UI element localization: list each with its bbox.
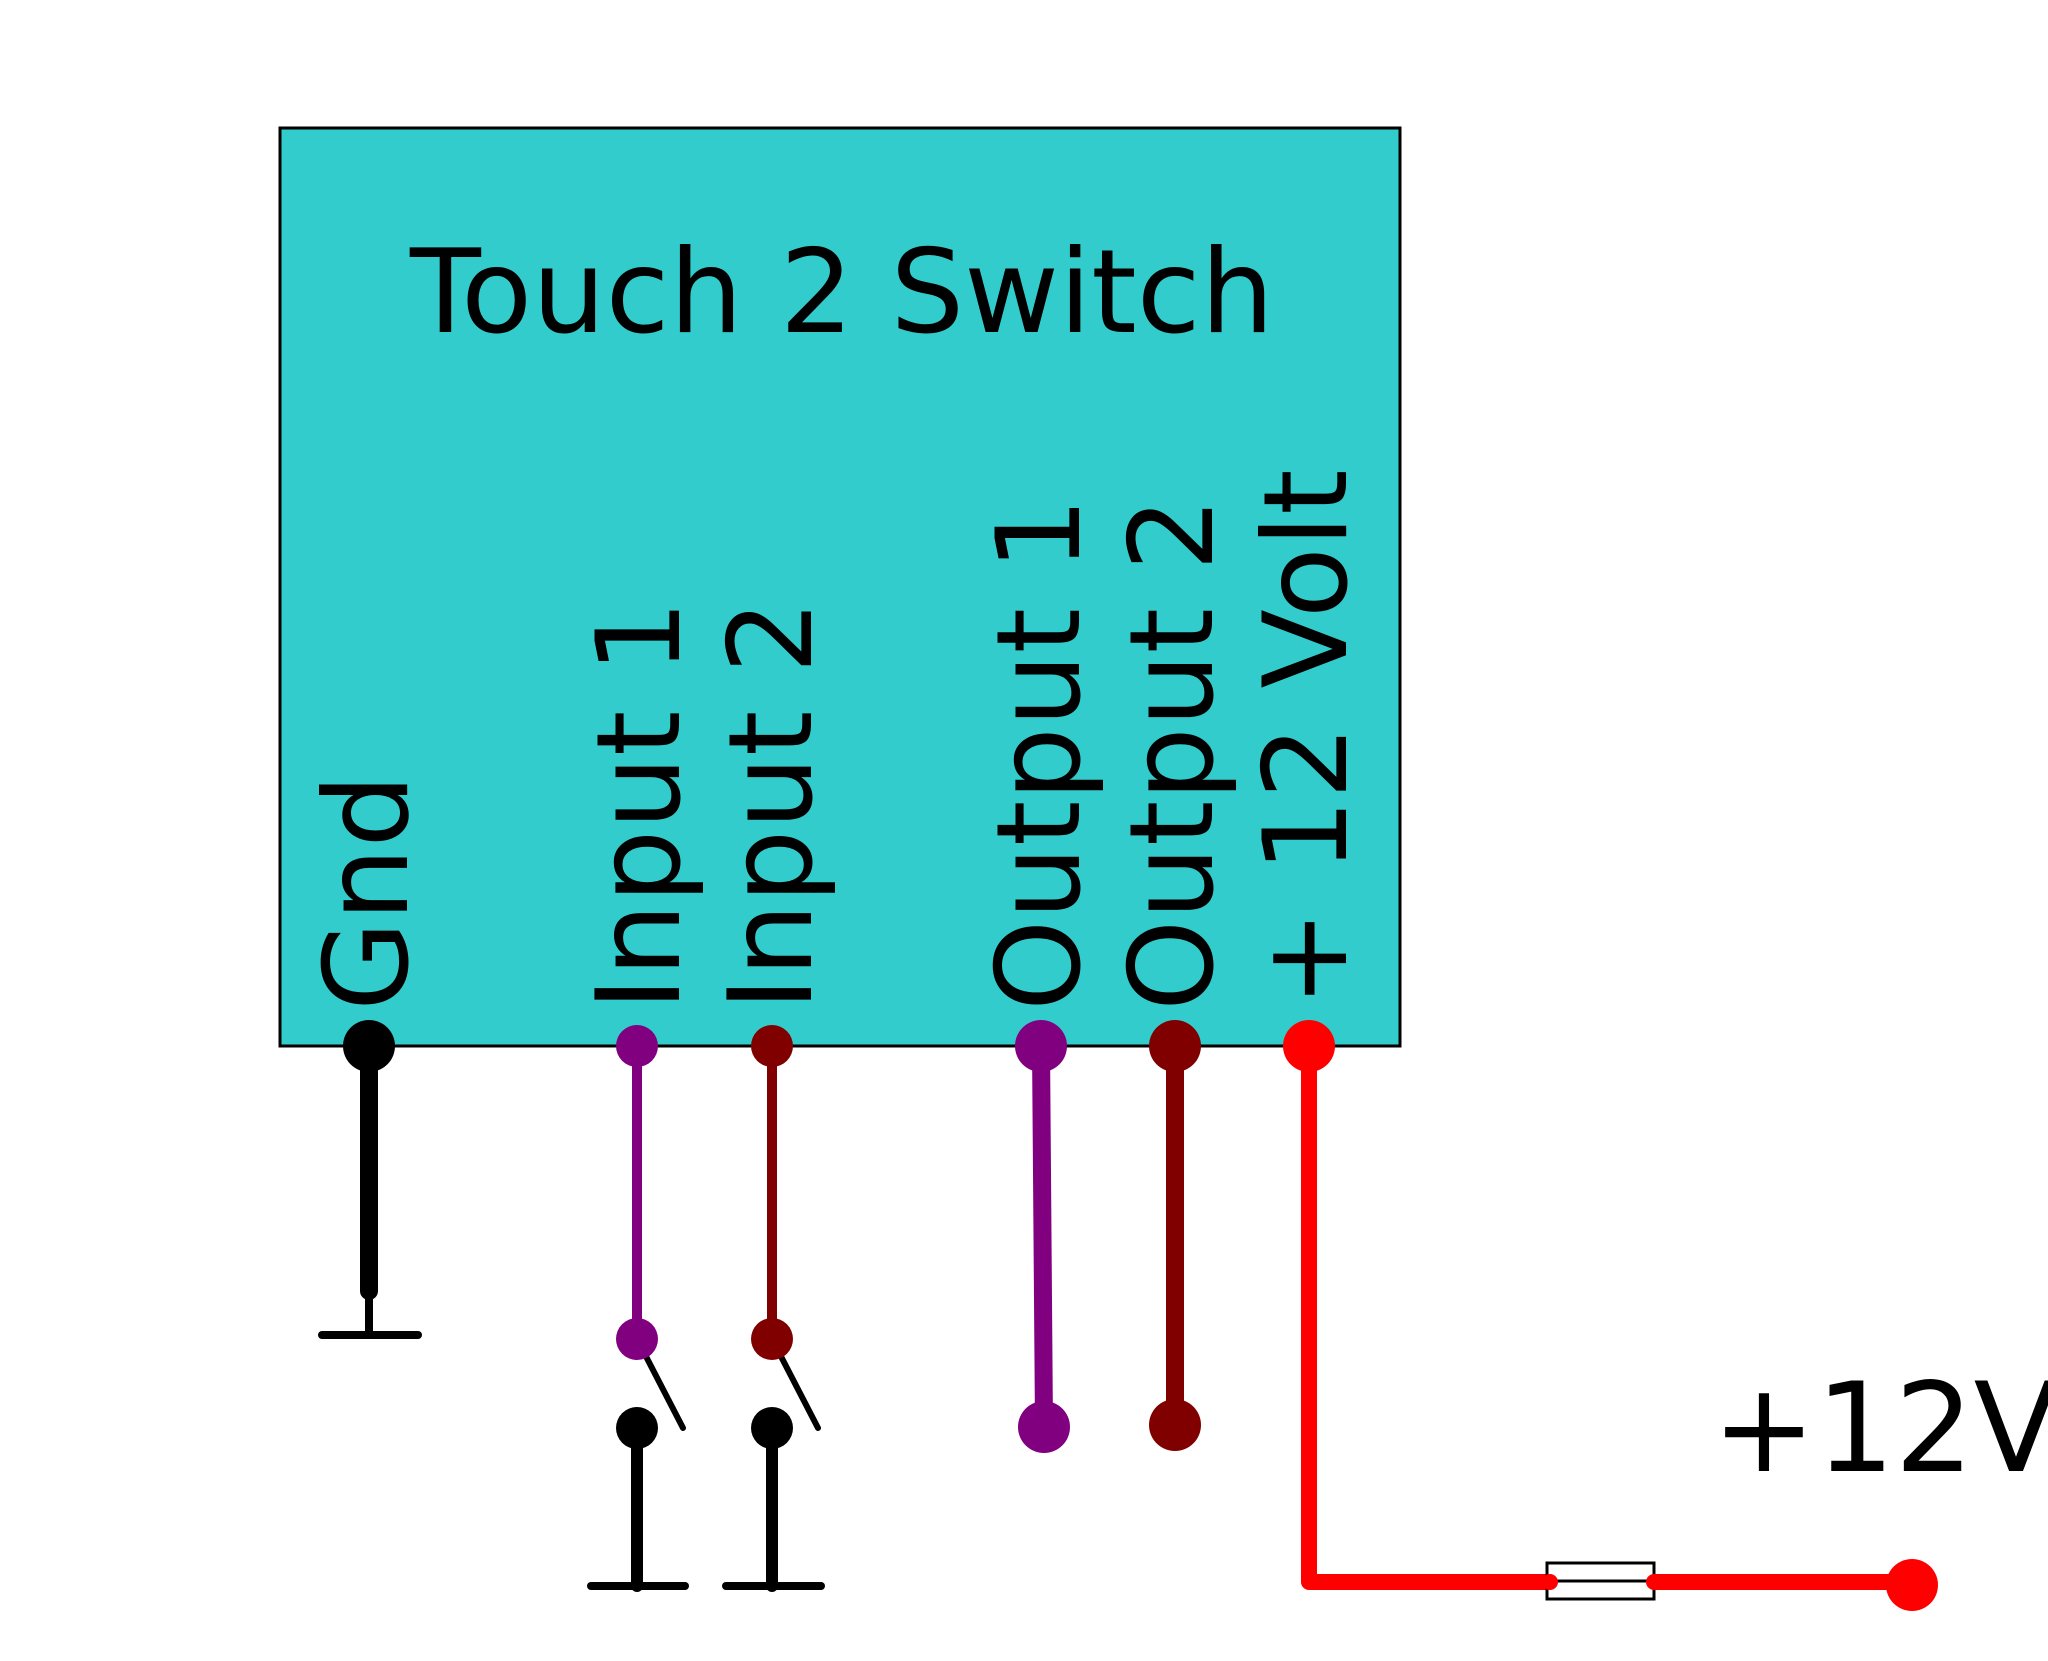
output-1-terminal — [1018, 1401, 1070, 1453]
switch-contact-ground-2 — [751, 1407, 793, 1449]
module-box — [278, 126, 1402, 1048]
input-1-wire — [587, 1041, 689, 1592]
pin-input-2 — [751, 1025, 793, 1067]
pin-output-2 — [1149, 1020, 1201, 1072]
pin-12v — [1283, 1020, 1335, 1072]
pin-label-output-1: Output 1 — [972, 497, 1107, 1011]
supply-label: +12V — [1712, 1357, 2048, 1501]
supply-wire — [1301, 1038, 1555, 1590]
pin-gnd — [343, 1020, 395, 1072]
module-title: Touch 2 Switch — [409, 225, 1274, 360]
pin-input-1 — [616, 1025, 658, 1067]
pin-output-1 — [1015, 1020, 1067, 1072]
fuse — [1545, 1561, 1656, 1601]
output-1-wire — [1032, 1037, 1053, 1436]
pin-label-input-1: Input 1 — [572, 600, 707, 1011]
gnd-wire — [318, 1037, 422, 1339]
input-2-wire — [722, 1041, 825, 1592]
output-2-terminal — [1149, 1399, 1201, 1451]
pin-label-output-2: Output 2 — [1105, 497, 1240, 1011]
switch-contact-input-1 — [616, 1318, 658, 1360]
switch-contact-ground-1 — [616, 1407, 658, 1449]
supply-terminal — [1886, 1559, 1938, 1611]
switch-contact-input-2 — [751, 1318, 793, 1360]
pin-label-input-2: Input 2 — [704, 600, 839, 1011]
pin-label-gnd: Gnd — [300, 774, 435, 1011]
pin-label-12v: + 12 Volt — [1239, 469, 1374, 1007]
